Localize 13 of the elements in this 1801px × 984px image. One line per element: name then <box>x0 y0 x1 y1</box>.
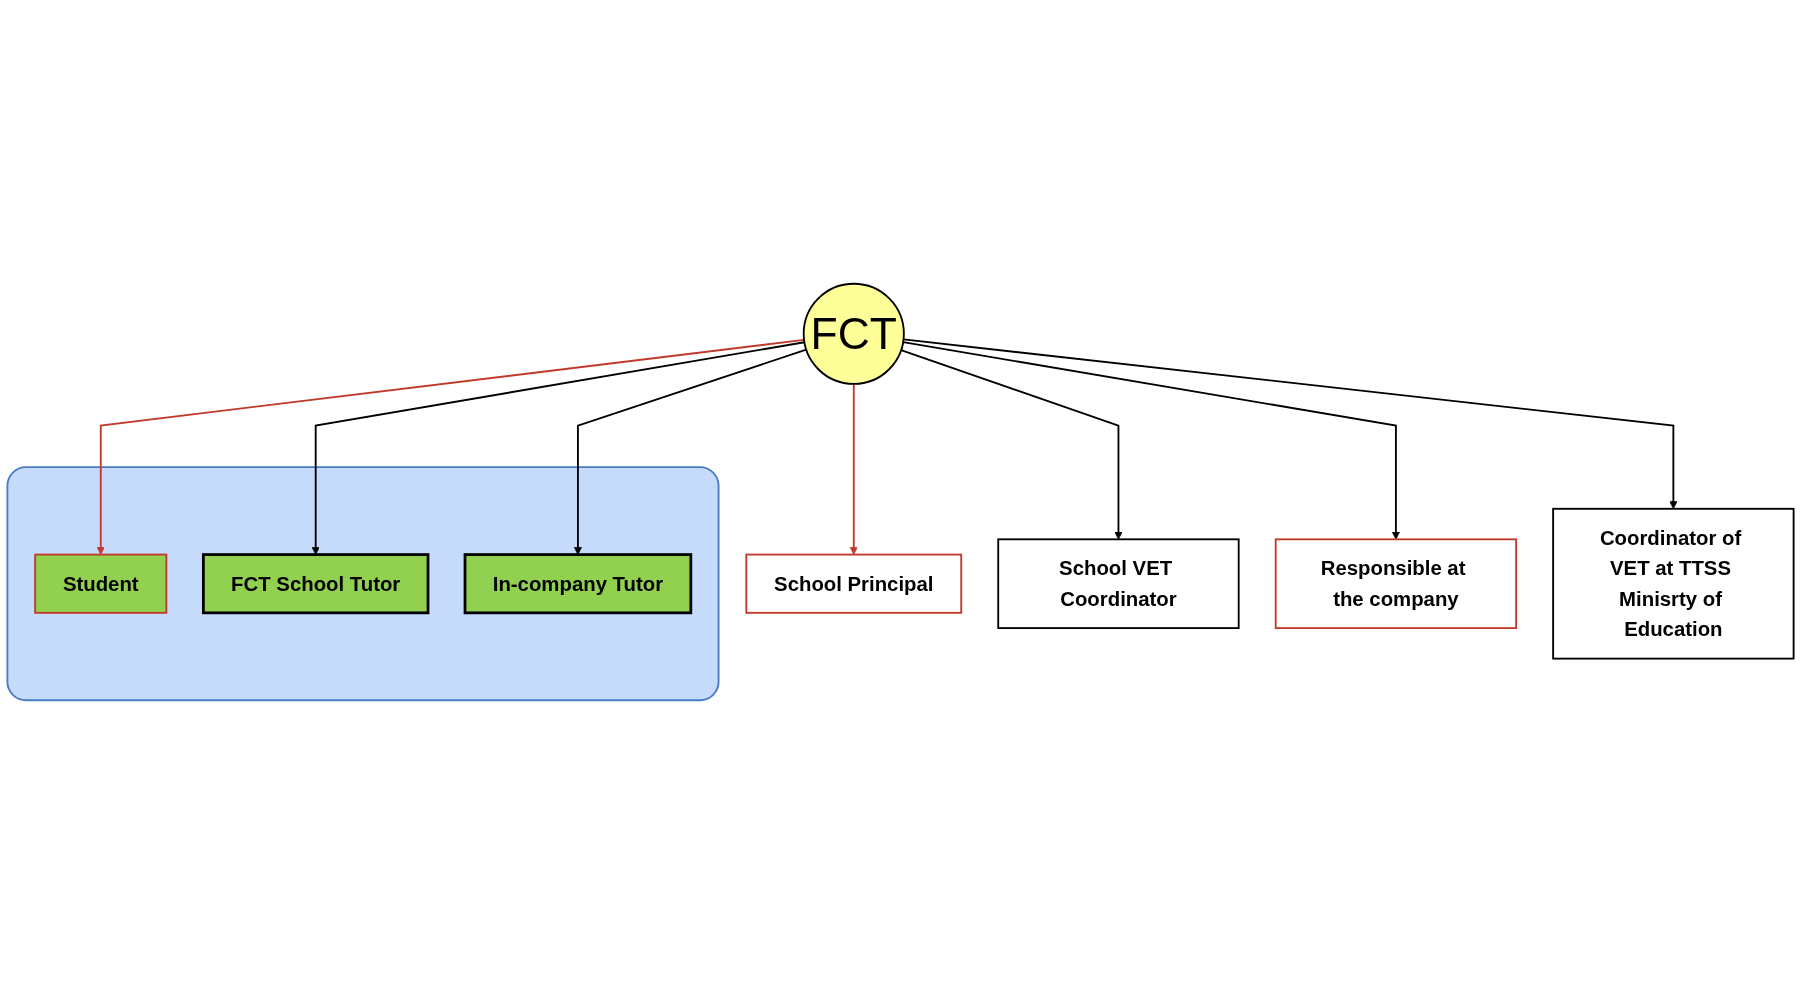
arrow <box>311 341 806 555</box>
node-box: Responsible at the company <box>1274 538 1518 630</box>
cluster <box>6 466 720 702</box>
arrow <box>849 383 858 555</box>
node-box: School VET Coordinator <box>997 538 1240 630</box>
node-box: School Principal <box>745 553 963 614</box>
node-box: In-company Tutor <box>463 553 693 615</box>
arrow <box>96 338 805 555</box>
node-box: Student <box>34 553 168 614</box>
node-box: FCT School Tutor <box>202 553 430 615</box>
node-box: Coordinator of VET at TTSS Minisrty of Education <box>1552 507 1795 660</box>
arrow <box>902 341 1400 540</box>
node-circle: FCT <box>802 282 905 385</box>
